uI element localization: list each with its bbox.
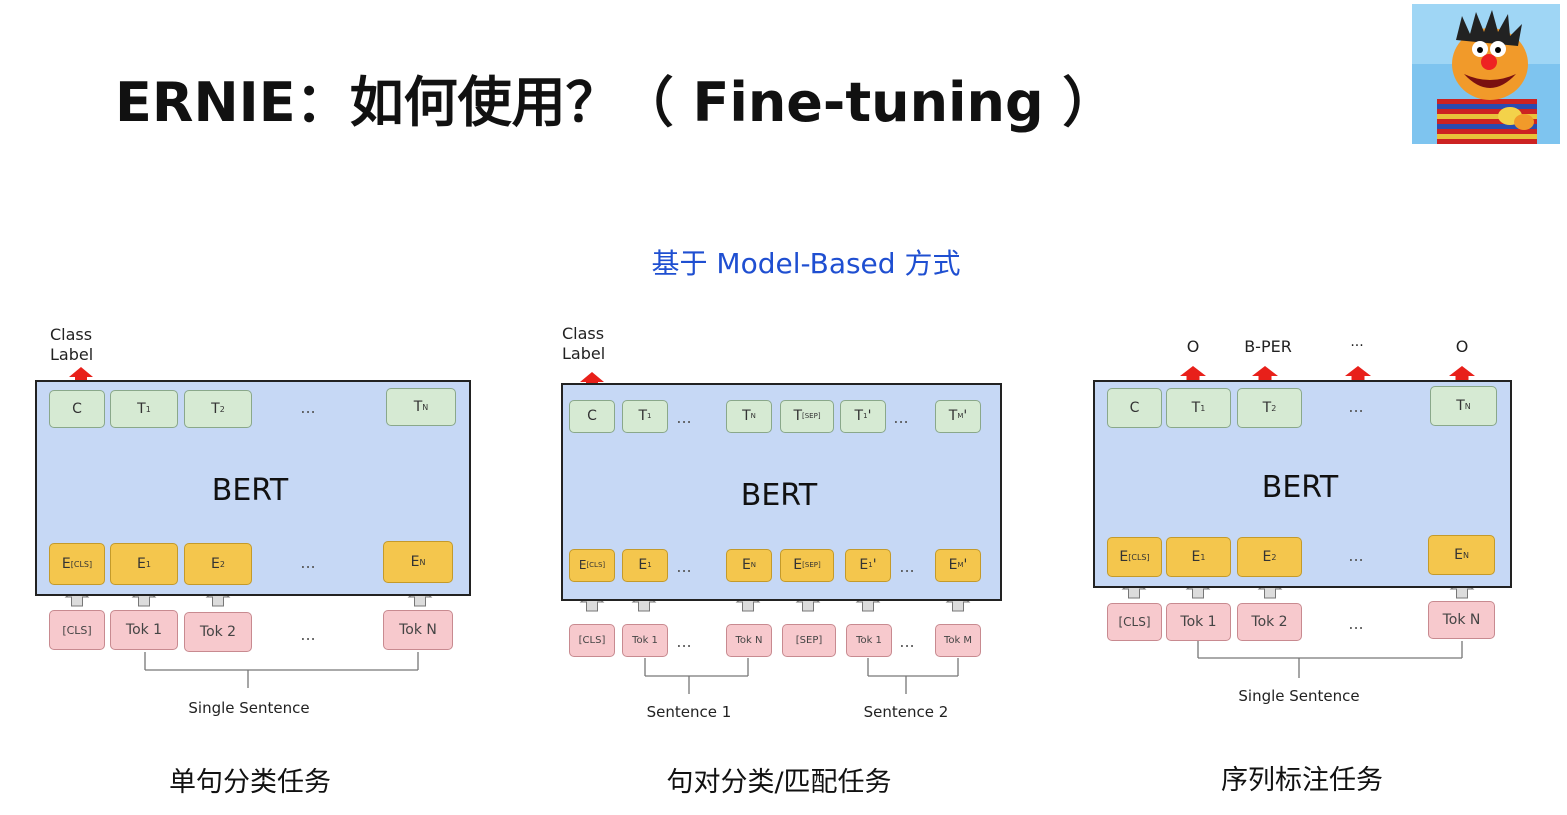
embedding-cls: E[CLS] xyxy=(1107,537,1162,577)
embedding-cls: E[CLS] xyxy=(569,549,615,582)
tag-label-b-per: B-PER xyxy=(1244,337,1292,356)
token-tok1: Tok 1 xyxy=(1166,603,1231,641)
bert-label: BERT xyxy=(1261,470,1339,505)
embedding-cls: E[CLS] xyxy=(49,543,105,585)
token-tok1: Tok 1 xyxy=(110,610,178,650)
output-ellipsis-2: ... xyxy=(893,408,909,427)
diagram-caption: 句对分类/匹配任务 xyxy=(666,767,892,798)
output-c: C xyxy=(49,390,105,428)
embedding-ellipsis-1: ... xyxy=(676,557,692,576)
embedding-esep: E[SEP] xyxy=(780,549,834,582)
slide-subtitle: 基于 Model-Based 方式 xyxy=(651,247,961,280)
output-c: C xyxy=(1107,388,1162,428)
token-tokn: Tok N xyxy=(383,610,453,650)
token-tokm: Tok M xyxy=(935,624,981,657)
output-ellipsis-1: ... xyxy=(676,408,692,427)
embedding-ellipsis: ... xyxy=(1348,546,1364,565)
token-tok1: Tok 1 xyxy=(622,624,668,657)
output-tsep: T[SEP] xyxy=(780,400,834,433)
tag-label-o-last: O xyxy=(1455,337,1469,356)
bert-label: BERT xyxy=(740,478,818,513)
token-cls: [CLS] xyxy=(49,610,105,650)
class-label-line-2: Label xyxy=(50,345,94,364)
token-ellipsis: ... xyxy=(300,625,316,644)
output-ellipsis: ... xyxy=(300,398,316,417)
token-sep: [SEP] xyxy=(782,624,836,657)
token-ellipsis-1: ... xyxy=(676,632,692,651)
tag-label-ellipsis: ... xyxy=(1350,334,1364,350)
diagram-caption: 序列标注任务 xyxy=(1221,765,1383,796)
class-label-text: Class Label xyxy=(562,324,605,364)
sentence-1-label: Sentence 1 xyxy=(646,703,732,721)
token-cls: [CLS] xyxy=(1107,603,1162,641)
sentence-label: Single Sentence xyxy=(188,699,310,717)
output-ellipsis: ... xyxy=(1348,397,1364,416)
token-tok1-second: Tok 1 xyxy=(846,624,892,657)
embedding-ellipsis: ... xyxy=(300,553,316,572)
sentence-2-label: Sentence 2 xyxy=(863,703,949,721)
token-tok2: Tok 2 xyxy=(1237,603,1302,641)
output-c: C xyxy=(569,400,615,433)
diagram-caption: 单句分类任务 xyxy=(169,767,331,798)
token-ellipsis: ... xyxy=(1348,614,1364,633)
token-tokn: Tok N xyxy=(1428,601,1495,639)
token-tok2: Tok 2 xyxy=(184,612,252,652)
class-label-text: Class Label xyxy=(50,325,93,365)
embedding-ellipsis-2: ... xyxy=(899,557,915,576)
class-label-line-1: Class xyxy=(562,324,605,343)
bert-label: BERT xyxy=(211,473,289,508)
tag-label-o-first: O xyxy=(1186,337,1200,356)
class-label-line-2: Label xyxy=(562,344,606,363)
slide-title: ERNIE：如何使用？（ Fine-tuning ） xyxy=(115,71,1117,134)
ernie-avatar-image xyxy=(1412,4,1560,144)
token-tokn: Tok N xyxy=(726,624,772,657)
sentence-label: Single Sentence xyxy=(1238,687,1360,705)
class-label-line-1: Class xyxy=(50,325,93,344)
token-cls: [CLS] xyxy=(569,624,615,657)
token-ellipsis-2: ... xyxy=(899,632,915,651)
